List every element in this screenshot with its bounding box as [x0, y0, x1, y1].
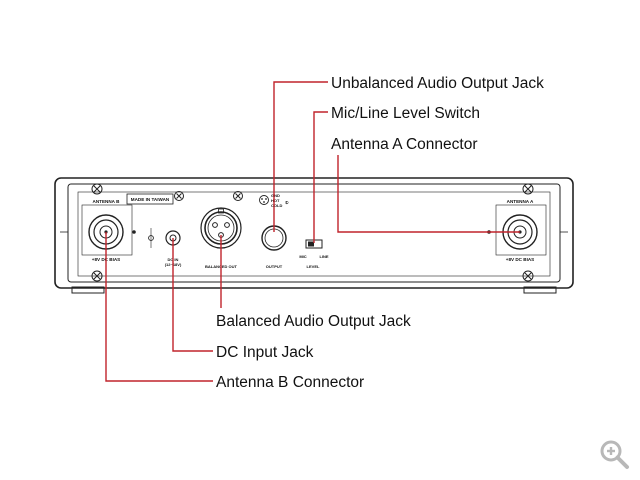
bias-right-label: +8V DC BIAS: [506, 257, 534, 262]
made-in-label: MADE IN TAIWAN: [131, 197, 170, 202]
antenna-b-label: ANTENNA B: [93, 199, 121, 204]
output-label: OUTPUT: [266, 264, 283, 269]
foot-left: [71, 286, 105, 294]
pinout-numbers: ①: [285, 200, 289, 205]
leader-dc-input: [172, 238, 213, 352]
screw-top-center-right: [233, 191, 243, 201]
antenna-a-connector: [487, 204, 547, 256]
callout-balanced-audio-output-jack: Balanced Audio Output Jack: [216, 313, 411, 330]
screw-top-left: [91, 183, 103, 195]
leader-unbalanced: [273, 81, 328, 232]
zoom-button[interactable]: [598, 438, 632, 472]
antenna-a-label: ANTENNA A: [507, 199, 534, 204]
leader-antenna-a: [337, 155, 520, 233]
leader-antenna-b: [105, 232, 213, 382]
pinout-hot: HOT: [271, 198, 280, 203]
screw-top-right: [522, 183, 534, 195]
screw-bottom-right: [522, 270, 534, 282]
callout-antenna-a-connector: Antenna A Connector: [331, 136, 478, 153]
zoom-in-icon: [600, 440, 629, 469]
callout-antenna-b-connector: Antenna B Connector: [216, 374, 364, 391]
foot-right: [523, 286, 557, 294]
mic-label: MIC: [299, 254, 306, 259]
screw-top-center-left: [174, 191, 184, 201]
made-in-label-box: [126, 193, 174, 205]
leader-mic-line: [313, 111, 328, 243]
pinout-cold: COLD: [271, 203, 282, 208]
callout-dc-input-jack: DC Input Jack: [216, 344, 314, 361]
level-label: LEVEL: [307, 264, 320, 269]
callout-mic-line-level-switch: Mic/Line Level Switch: [331, 105, 480, 122]
screw-bottom-left: [91, 270, 103, 282]
pinout-gnd: GND: [271, 193, 280, 198]
xlr-pinout-diagram: [259, 195, 269, 205]
antenna-b-connector: [81, 204, 136, 256]
polarity-symbol: [148, 228, 154, 248]
callout-unbalanced-output-jack: Unbalanced Audio Output Jack: [331, 75, 544, 92]
line-label: LINE: [319, 254, 328, 259]
